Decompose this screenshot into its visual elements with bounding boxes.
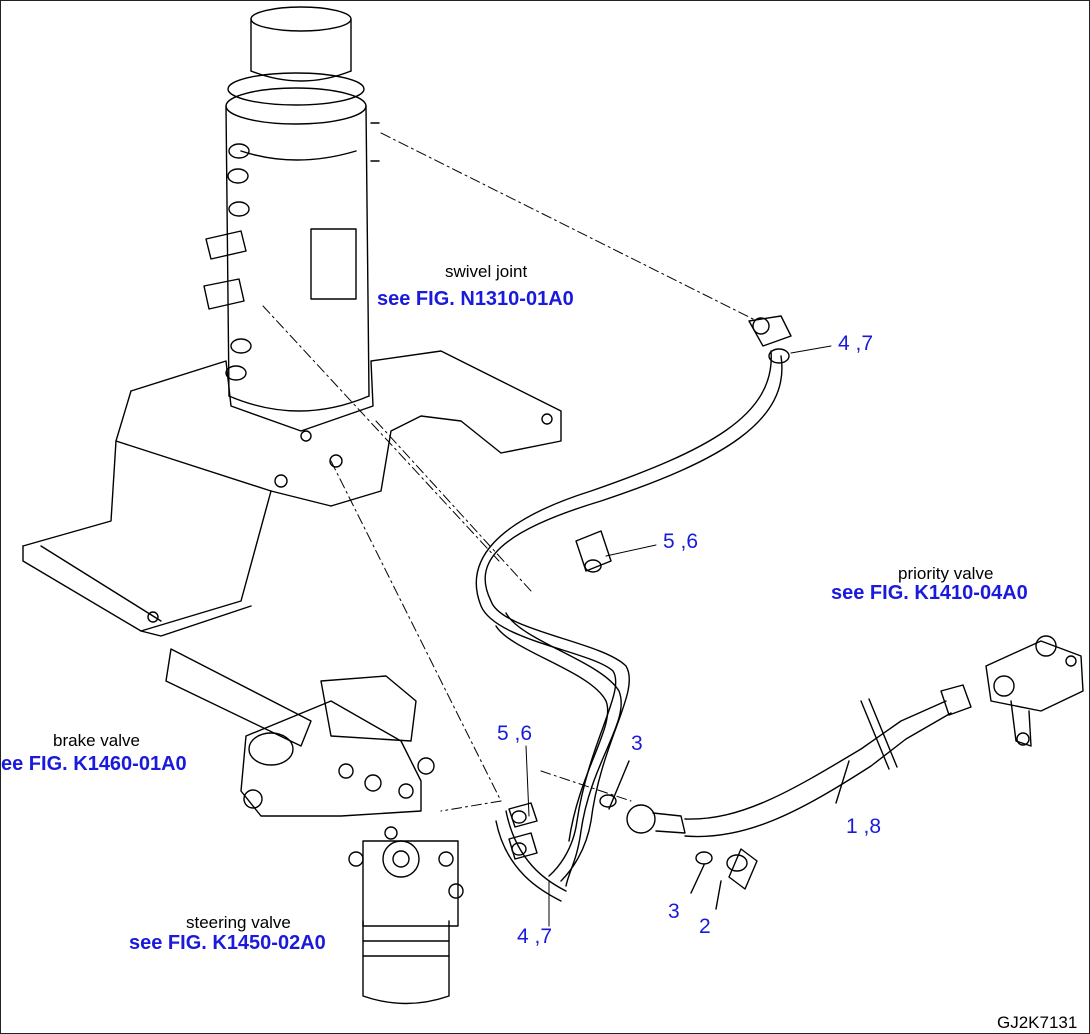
callout-leaders: [525, 345, 832, 927]
frame-drawing: [22, 350, 562, 637]
brake-valve-drawing: [165, 648, 435, 817]
priority-valve-drawing: [985, 635, 1084, 747]
callout-part-4-7-top: 4 ,7: [838, 332, 874, 355]
callout-part-5-6-upper: 5 ,6: [663, 530, 699, 553]
leader-lines: [262, 132, 754, 812]
swivel-joint-reference-link[interactable]: see FIG. N1310-01A0: [377, 288, 574, 310]
brake-valve-label: brake valve: [53, 731, 140, 750]
steering-valve-label: steering valve: [186, 913, 291, 932]
swivel-joint-drawing: [203, 6, 380, 412]
callout-part-3-upper: 3: [631, 732, 643, 755]
callout-part-4-7-bottom: 4 ,7: [517, 925, 553, 948]
steering-valve-reference-link[interactable]: see FIG. K1450-02A0: [129, 932, 326, 954]
swivel-joint-label: swivel joint: [445, 262, 528, 281]
callout-part-3-lower: 3: [668, 900, 680, 923]
callout-part-2: 2: [699, 915, 711, 938]
pipe-1-drawing: [599, 684, 972, 910]
hose-assembly-drawing: [475, 315, 792, 902]
priority-valve-reference-link[interactable]: see FIG. K1410-04A0: [831, 582, 1028, 604]
steering-valve-drawing: [348, 826, 464, 1005]
callout-part-1-8: 1 ,8: [846, 815, 882, 838]
priority-valve-label: priority valve: [898, 564, 994, 583]
brake-valve-reference-link[interactable]: ee FIG. K1460-01A0: [1, 753, 187, 775]
callout-part-5-6-lower: 5 ,6: [497, 722, 533, 745]
drawing-code: GJ2K7131: [997, 1013, 1078, 1032]
